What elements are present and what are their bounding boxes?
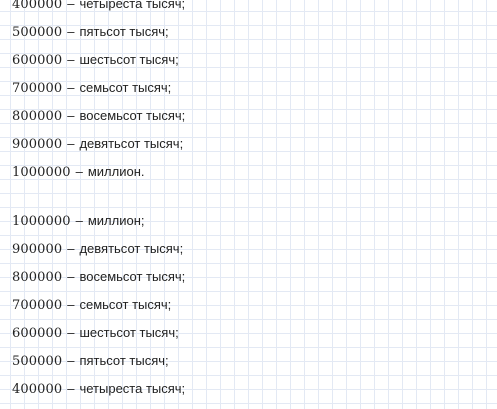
number-in-words: девятьсот тысяч; (79, 241, 184, 256)
number-in-words: пятьсот тысяч; (79, 353, 169, 368)
dash: – (75, 164, 83, 179)
number-in-words: четыреста тысяч; (79, 381, 186, 396)
number-value: 500000 (12, 354, 63, 369)
list-line: 1000000–миллион; (12, 213, 185, 241)
number-list-descending: 1000000–миллион; 900000–девятьсот тысяч;… (12, 213, 185, 409)
list-line: 900000–девятьсот тысяч; (12, 241, 185, 269)
list-line: 600000–шестьсот тысяч; (12, 52, 185, 80)
number-in-words: семьсот тысяч; (79, 297, 172, 312)
number-value: 700000 (12, 81, 63, 96)
number-in-words: восемьсот тысяч; (79, 269, 186, 284)
number-value: 600000 (12, 326, 63, 341)
dash: – (67, 381, 75, 396)
dash: – (75, 213, 83, 228)
number-value: 900000 (12, 242, 63, 257)
list-line: 600000–шестьсот тысяч; (12, 325, 185, 353)
dash: – (67, 80, 75, 95)
list-line: 500000–пятьсот тысяч; (12, 24, 185, 52)
number-value: 900000 (12, 137, 63, 152)
number-value: 800000 (12, 270, 63, 285)
number-list-ascending: 400000–четыреста тысяч; 500000–пятьсот т… (12, 0, 185, 192)
list-line: 1000000–миллион. (12, 164, 185, 192)
number-in-words: шестьсот тысяч; (79, 52, 179, 67)
number-value: 700000 (12, 298, 63, 313)
number-in-words: миллион; (87, 213, 145, 228)
list-line: 400000–четыреста тысяч; (12, 0, 185, 24)
dash: – (67, 241, 75, 256)
dash: – (67, 136, 75, 151)
grid-paper-page: 400000–четыреста тысяч; 500000–пятьсот т… (12, 0, 185, 397)
dash: – (67, 24, 75, 39)
number-in-words: девятьсот тысяч; (79, 136, 184, 151)
number-in-words: миллион. (87, 164, 145, 179)
number-value: 500000 (12, 25, 63, 40)
number-value: 1000000 (12, 214, 71, 229)
list-line: 800000–восемьсот тысяч; (12, 108, 185, 136)
number-value: 400000 (12, 0, 63, 12)
list-line: 500000–пятьсот тысяч; (12, 353, 185, 381)
dash: – (67, 52, 75, 67)
dash: – (67, 297, 75, 312)
dash: – (67, 353, 75, 368)
list-line: 400000–четыреста тысяч; (12, 381, 185, 409)
number-value: 400000 (12, 382, 63, 397)
list-line: 700000–семьсот тысяч; (12, 297, 185, 325)
number-in-words: восемьсот тысяч; (79, 108, 186, 123)
dash: – (67, 108, 75, 123)
number-in-words: семьсот тысяч; (79, 80, 172, 95)
number-in-words: четыреста тысяч; (79, 0, 186, 11)
number-value: 1000000 (12, 165, 71, 180)
number-in-words: пятьсот тысяч; (79, 24, 169, 39)
list-line: 900000–девятьсот тысяч; (12, 136, 185, 164)
list-line: 700000–семьсот тысяч; (12, 80, 185, 108)
list-line: 800000–восемьсот тысяч; (12, 269, 185, 297)
dash: – (67, 0, 75, 11)
dash: – (67, 325, 75, 340)
number-value: 800000 (12, 109, 63, 124)
number-in-words: шестьсот тысяч; (79, 325, 179, 340)
dash: – (67, 269, 75, 284)
number-value: 600000 (12, 53, 63, 68)
